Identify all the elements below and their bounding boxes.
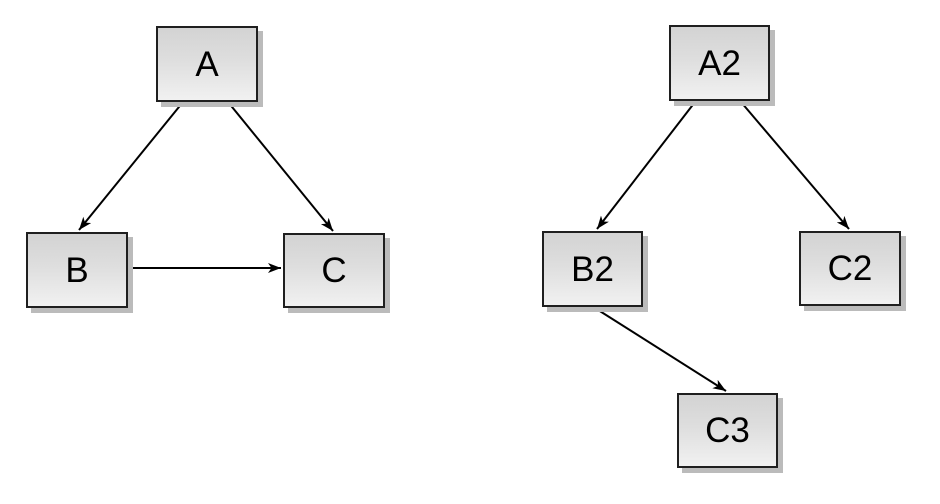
edge-A2-B2[interactable] bbox=[596, 101, 696, 230]
node-C3[interactable]: C3 bbox=[677, 393, 778, 468]
node-A2[interactable]: A2 bbox=[669, 25, 770, 101]
node-label-B: B bbox=[65, 250, 89, 290]
node-label-C3: C3 bbox=[705, 411, 750, 450]
node-label-C: C bbox=[321, 251, 347, 290]
node-label-A: A bbox=[195, 44, 219, 84]
node-label-B2: B2 bbox=[571, 249, 614, 289]
node-C[interactable]: C bbox=[283, 233, 385, 308]
node-A[interactable]: A bbox=[156, 26, 258, 102]
node-C2[interactable]: C2 bbox=[799, 231, 901, 306]
node-label-C2: C2 bbox=[827, 249, 873, 288]
edge-A-C[interactable] bbox=[227, 101, 334, 232]
edge-B2-C3[interactable] bbox=[594, 307, 727, 392]
edge-A-B[interactable] bbox=[78, 101, 184, 231]
edge-A2-C2[interactable] bbox=[740, 101, 850, 230]
node-B2[interactable]: B2 bbox=[542, 231, 643, 307]
node-B[interactable]: B bbox=[26, 232, 128, 308]
node-label-A2: A2 bbox=[698, 43, 741, 83]
